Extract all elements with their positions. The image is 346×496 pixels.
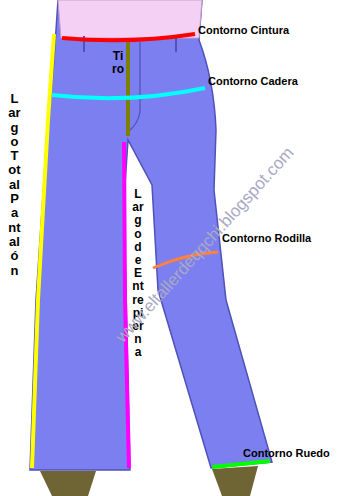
measure-label: Contorno Ruedo (243, 447, 330, 459)
hem-line (212, 461, 270, 467)
waistband (58, 0, 202, 38)
vertical-label: Largo Total Pantalón (8, 92, 21, 278)
vertical-label: Tiro (112, 50, 124, 76)
hip-line (52, 88, 205, 98)
measure-label: Contorno Cadera (208, 75, 298, 87)
measure-label: Contorno Cintura (198, 24, 289, 36)
rise-line (126, 42, 130, 136)
measure-label: Contorno Rodilla (222, 232, 311, 244)
right-shoe (212, 466, 258, 496)
total-length-line (32, 34, 54, 468)
left-shoe (40, 471, 96, 496)
inseam-line (124, 142, 129, 468)
waist-line (62, 34, 195, 40)
